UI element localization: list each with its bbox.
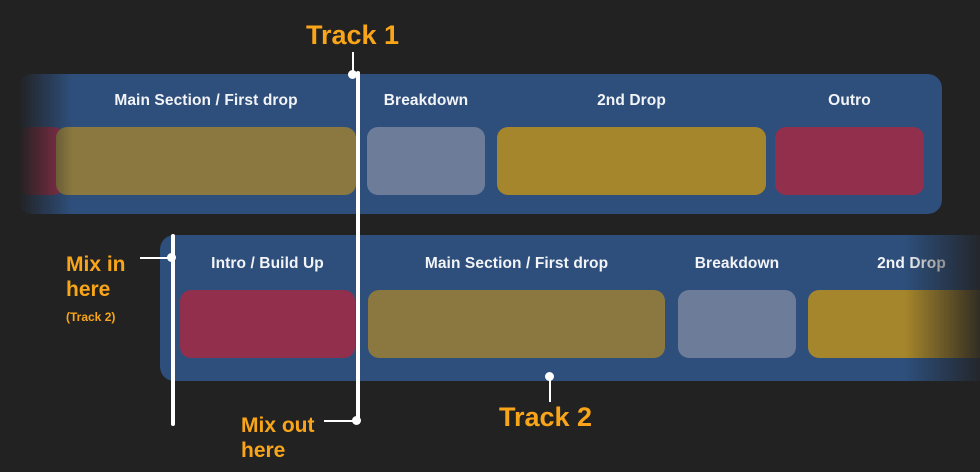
leader-dot-mix-in: [167, 253, 176, 262]
track-section-block[interactable]: [497, 127, 766, 195]
leader-dot-track-1: [348, 70, 357, 79]
leader-line-track-2: [549, 378, 551, 402]
track-section[interactable]: Intro / Build Up: [180, 235, 355, 381]
track-section[interactable]: Breakdown: [678, 235, 796, 381]
track-section-label: Breakdown: [383, 92, 469, 109]
cue-line-mix-out[interactable]: [356, 71, 360, 424]
callout-mix-in-title: Mix in here: [66, 253, 126, 301]
callout-mix-out-subtitle: (Track 1): [241, 466, 315, 472]
track-2-panel[interactable]: Intro / Build Up Main Section / First dro…: [160, 235, 980, 381]
track-section-block[interactable]: [56, 127, 356, 195]
track-section-label: 2nd Drop: [877, 255, 946, 272]
track-section-label: Main Section / First drop: [114, 92, 298, 109]
track-section-block[interactable]: [808, 290, 980, 358]
track-section[interactable]: Breakdown: [367, 74, 485, 214]
track-section-label: Outro: [828, 92, 871, 109]
track-section[interactable]: 2nd Drop: [808, 235, 980, 381]
leader-dot-mix-out: [352, 416, 361, 425]
track-section-label: Intro / Build Up: [211, 255, 324, 272]
cue-line-mix-in[interactable]: [171, 234, 175, 426]
callout-mix-in-subtitle: (Track 2): [66, 310, 116, 324]
track-section-block[interactable]: [368, 290, 665, 358]
track-section[interactable]: Main Section / First drop: [368, 235, 665, 381]
track-1-panel[interactable]: Main Section / First drop Breakdown 2nd Dr…: [18, 74, 942, 214]
track-section-block[interactable]: [180, 290, 355, 358]
callout-mix-out: Mix out here (Track 1): [241, 388, 315, 472]
track-section-label: Main Section / First drop: [424, 255, 609, 272]
track-section-label: 2nd Drop: [597, 92, 666, 109]
track-section-label: Breakdown: [694, 255, 780, 272]
callout-mix-in: Mix in here (Track 2): [66, 227, 126, 355]
leader-dot-track-2: [545, 372, 554, 381]
track-section[interactable]: Outro: [775, 74, 924, 214]
leader-line-mix-in: [140, 257, 172, 259]
callout-track-2-label: Track 2: [499, 402, 593, 432]
track-section[interactable]: 2nd Drop: [497, 74, 766, 214]
track-section-block[interactable]: [775, 127, 924, 195]
leader-line-track-1: [352, 52, 354, 76]
track-section[interactable]: Main Section / First drop: [56, 74, 356, 214]
callout-track-1-label: Track 1: [306, 20, 400, 50]
track-section-block[interactable]: [678, 290, 796, 358]
callout-mix-out-title: Mix out here: [241, 414, 315, 462]
track-section-block[interactable]: [367, 127, 485, 195]
leader-line-mix-out: [324, 420, 356, 422]
